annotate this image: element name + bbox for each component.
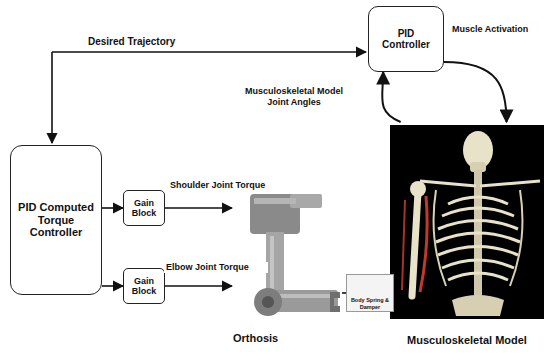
node-label: PID Controller xyxy=(373,28,439,51)
controller-box: PID Controller xyxy=(368,6,444,72)
node-label: PID Computed Torque Controller xyxy=(15,201,97,239)
skeleton-illustration xyxy=(390,125,544,319)
orthosis-illustration xyxy=(250,194,340,316)
edge-label: Muscle Activation xyxy=(450,24,549,35)
connector-arrow xyxy=(165,207,232,209)
model-figure: Musculoskeletal Model xyxy=(388,122,546,348)
node-label: Musculoskeletal Model xyxy=(407,334,527,347)
controller-box: PID Computed Torque Controller xyxy=(10,145,102,295)
connector-arrow xyxy=(102,285,123,287)
connector-arrow xyxy=(382,72,401,122)
signal-label: Desired Trajectory xyxy=(86,36,177,48)
connector-arrow xyxy=(165,285,232,287)
edge-label: Shoulder Joint Torque xyxy=(168,180,282,191)
node-label: Orthosis xyxy=(233,332,278,345)
gain-block: Gain Block xyxy=(123,268,165,304)
gain-block: Gain Block xyxy=(123,190,165,226)
trajectory-wire xyxy=(52,52,366,143)
node-label: Body Spring & Damper xyxy=(348,297,392,310)
connector-arrow xyxy=(444,62,507,122)
edge-label: Elbow Joint Torque xyxy=(164,262,268,273)
node-label: Gain Block xyxy=(128,276,160,297)
connector-arrow xyxy=(102,207,123,209)
spring-damper-block: Body Spring & Damper xyxy=(346,274,394,312)
node-label: Gain Block xyxy=(128,198,160,219)
edge-label: Musculoskeletal Model Joint Angles xyxy=(232,86,356,108)
